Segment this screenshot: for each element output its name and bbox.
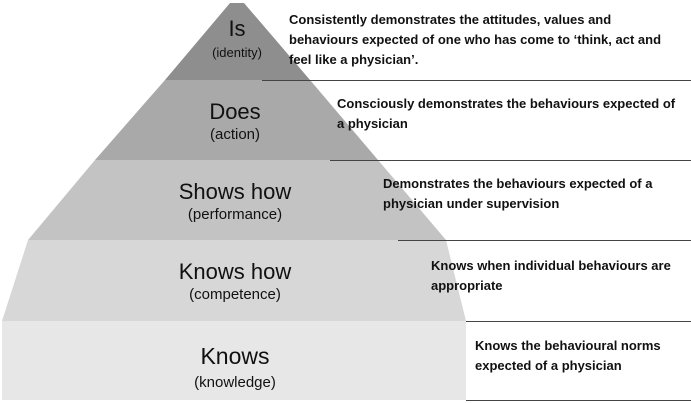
level-description-does: Consciously demonstrates the behaviours … [337, 96, 676, 131]
divider-4 [466, 321, 691, 322]
level-subtitle-is: (identity) [212, 45, 262, 60]
level-subtitle-shows-how: (performance) [187, 206, 283, 223]
level-description-shows-how: Demonstrates the behaviours expected of … [383, 176, 653, 211]
level-description-knows-how: Knows when individual behaviours are app… [431, 258, 671, 293]
pyramid-level-shows-how [28, 160, 446, 240]
divider-5 [466, 400, 691, 401]
level-title-does: Does [209, 99, 261, 124]
pyramid-level-knows [2, 321, 466, 400]
pyramid-level-is [165, 3, 310, 80]
level-description-is: Consistently demonstrates the attitudes,… [289, 12, 662, 67]
divider-1 [262, 80, 691, 81]
pyramid-level-does [95, 80, 378, 160]
divider-3 [398, 240, 691, 241]
level-subtitle-does: (action) [209, 126, 261, 143]
level-title-is: Is [228, 16, 246, 41]
pyramid-level-knows-how [2, 240, 466, 321]
level-subtitle-knows-how: (competence) [189, 286, 281, 303]
divider-2 [330, 160, 691, 161]
level-subtitle-knows: (knowledge) [194, 374, 276, 391]
level-description-knows: Knows the behavioural norms expected of … [475, 338, 661, 373]
level-title-knows: Knows [200, 343, 270, 369]
level-title-knows-how: Knows how [178, 259, 292, 284]
level-title-shows-how: Shows how [178, 179, 292, 204]
